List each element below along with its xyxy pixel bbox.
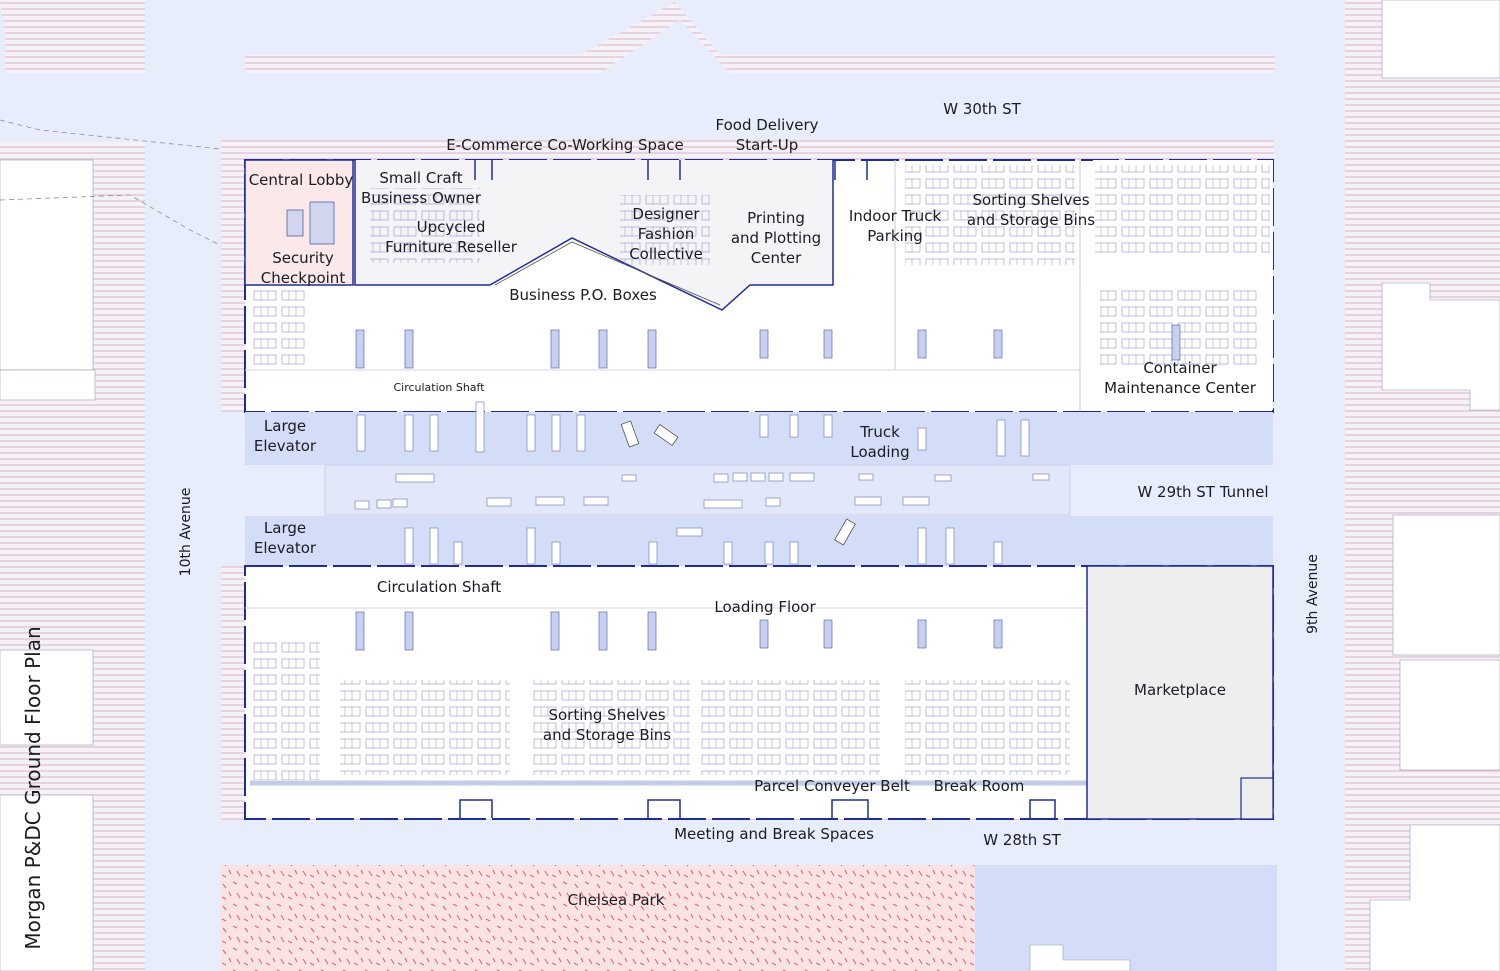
street-label-10th-avenue: 10th Avenue: [178, 487, 194, 577]
plan-title: Morgan P&DC Ground Floor Plan: [21, 626, 45, 950]
north-building: [244, 159, 1274, 413]
park-plaza: [975, 865, 1277, 971]
north-loading-lane: [245, 412, 1273, 465]
tunnel: [324, 464, 1071, 516]
chelsea-park: [221, 865, 975, 971]
south-loading-lane: [245, 516, 1273, 566]
south-building: [244, 565, 1274, 820]
street-label-9th-avenue: 9th Avenue: [1305, 554, 1321, 634]
